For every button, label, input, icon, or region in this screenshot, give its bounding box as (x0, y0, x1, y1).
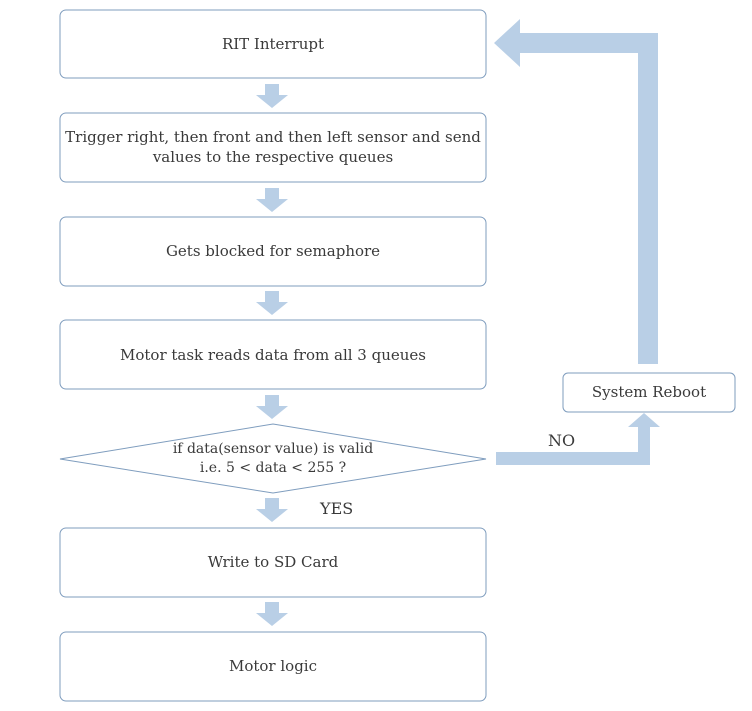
decision-line1: if data(sensor value) is valid (173, 441, 373, 457)
step-rit-interrupt: RIT Interrupt (59, 9, 487, 79)
yes-label: YES (319, 499, 353, 518)
down-arrow-icon (256, 395, 288, 419)
down-arrow-icon (256, 188, 288, 212)
no-arrow-icon (496, 413, 660, 465)
step-trigger-sensors: Trigger right, then front and then left … (59, 112, 487, 183)
down-arrow-icon (256, 291, 288, 315)
step-system-reboot-label: System Reboot (592, 383, 706, 401)
down-arrow-icon (256, 602, 288, 626)
step-motor-logic-label: Motor logic (229, 657, 317, 675)
step-rit-interrupt-label: RIT Interrupt (222, 35, 324, 53)
decision-data-valid: if data(sensor value) is valid i.e. 5 < … (59, 423, 487, 494)
no-label: NO (548, 431, 575, 450)
down-arrow-icon (256, 84, 288, 108)
loop-back-arrow-icon (494, 19, 658, 364)
step-write-sd-card-label: Write to SD Card (208, 553, 339, 571)
step-blocked-semaphore: Gets blocked for semaphore (59, 216, 487, 287)
step-write-sd-card: Write to SD Card (59, 527, 487, 598)
step-motor-task-read: Motor task reads data from all 3 queues (59, 319, 487, 390)
step-trigger-sensors-line2: values to the respective queues (152, 148, 393, 166)
step-motor-task-read-label: Motor task reads data from all 3 queues (120, 346, 426, 364)
decision-line2: i.e. 5 < data < 255 ? (200, 460, 346, 476)
yes-arrow-icon (256, 498, 288, 522)
step-motor-logic: Motor logic (59, 631, 487, 702)
step-system-reboot: System Reboot (562, 372, 736, 413)
step-blocked-semaphore-label: Gets blocked for semaphore (166, 242, 380, 260)
step-trigger-sensors-line1: Trigger right, then front and then left … (65, 128, 481, 146)
